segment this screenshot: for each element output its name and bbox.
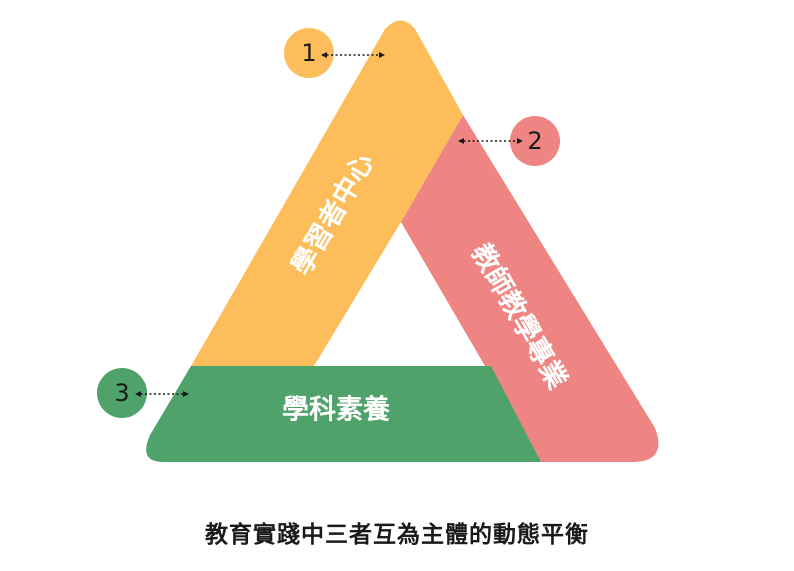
marker-2: 2 bbox=[458, 116, 560, 166]
marker-3-number: 3 bbox=[114, 379, 129, 407]
subject-band-label: 學科素養 bbox=[282, 394, 391, 426]
marker-3-circle bbox=[97, 368, 147, 418]
marker-2-number: 2 bbox=[527, 127, 542, 155]
diagram-caption: 教育實踐中三者互為主體的動態平衡 bbox=[205, 522, 589, 548]
marker-1-number: 1 bbox=[301, 39, 316, 67]
marker-1: 1 bbox=[284, 28, 385, 78]
learner-band bbox=[191, 20, 463, 366]
teacher-band bbox=[401, 115, 659, 462]
subject-band bbox=[146, 366, 542, 462]
marker-1-circle bbox=[284, 28, 334, 78]
marker-3: 3 bbox=[97, 368, 189, 418]
marker-2-circle bbox=[510, 116, 560, 166]
